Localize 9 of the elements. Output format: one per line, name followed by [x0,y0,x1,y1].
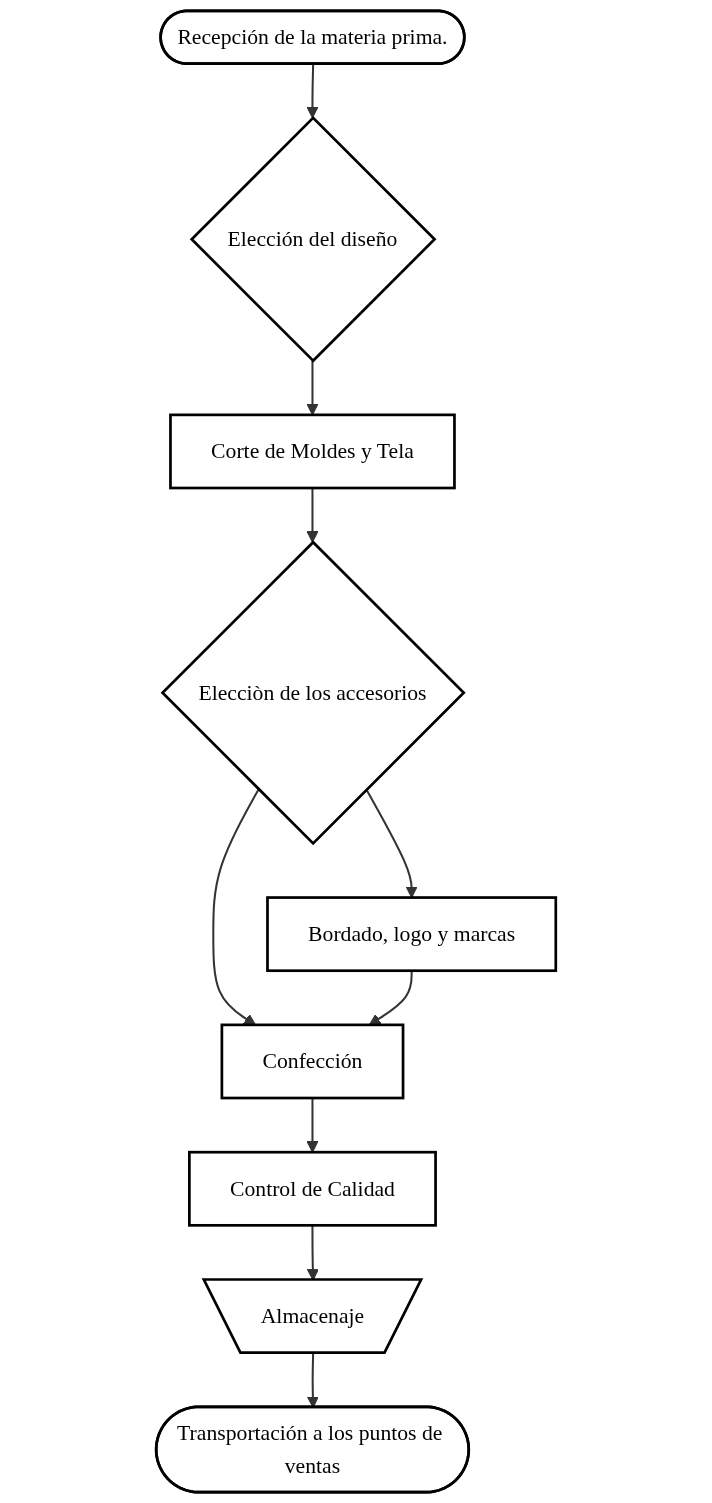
arrow [306,64,319,119]
arrow [306,1098,319,1153]
node-diamond: Elección del diseño [189,115,437,363]
node-box: Control de Calidad [188,1150,437,1227]
node-box: Confección [220,1023,405,1100]
node-box: Corte de Moldes y Tela [169,413,456,490]
node-diamond: Elecciòn de los accesorios [160,540,466,846]
node-box: Bordado, logo y marcas [266,896,558,973]
arrow [306,488,319,543]
